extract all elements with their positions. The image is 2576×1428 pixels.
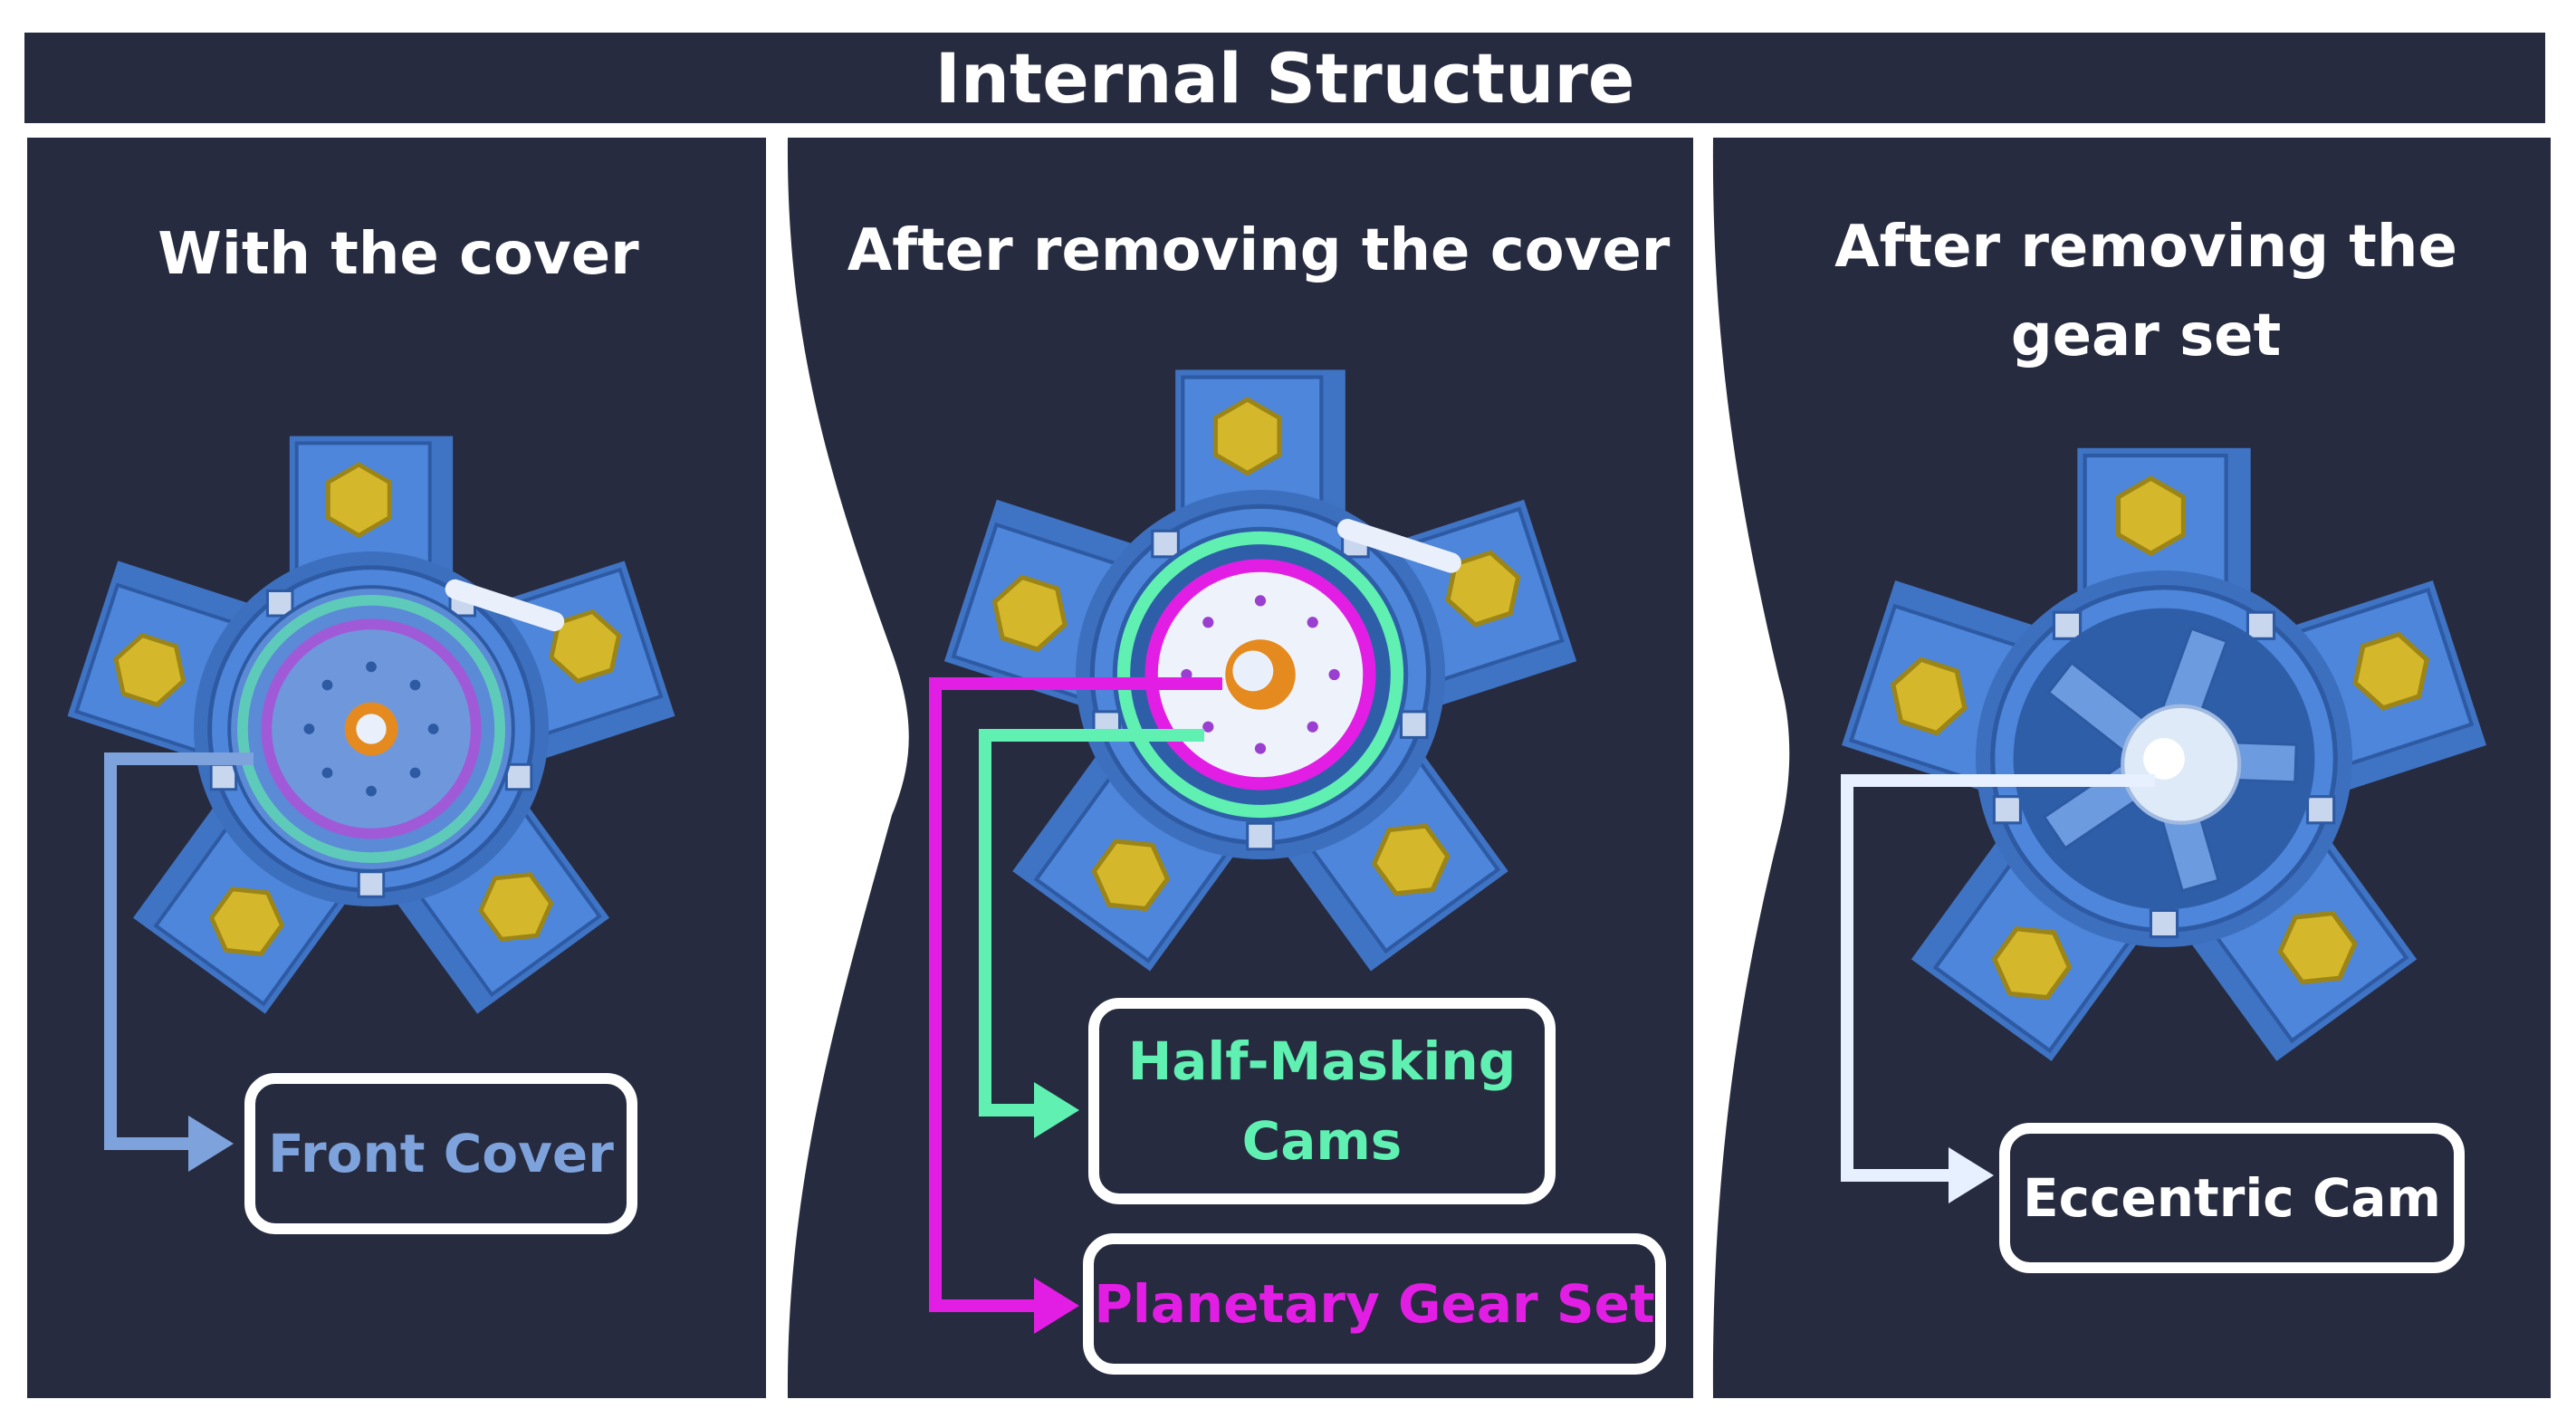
ring-nut [2246, 610, 2276, 640]
arrow-planetary-gear-set [929, 677, 1222, 1334]
ring-nut [1992, 795, 2023, 825]
bolt-head [113, 632, 187, 707]
cam-outline-through-cover [237, 595, 505, 863]
ring-nut [2052, 610, 2083, 640]
ring-nut [1151, 529, 1180, 559]
panel-3-title-line-1: After removing the [1834, 214, 2457, 281]
panel-2-title-line: After removing the cover [847, 217, 1671, 284]
cover-hole [321, 679, 333, 691]
cover-hole [366, 785, 377, 797]
gear-hole [1254, 595, 1267, 607]
bolt-head [1091, 839, 1171, 912]
bolt-head [1890, 656, 1968, 736]
bolt-head [991, 574, 1068, 653]
bolt-head [2352, 631, 2430, 711]
ring-nut [1399, 710, 1429, 739]
panel-3-title-line-2: gear set [2010, 302, 2282, 369]
bolt-head [208, 887, 285, 956]
label-front-cover-text: Front Cover [268, 1123, 614, 1184]
shaft [1232, 650, 1274, 692]
cam-shaft [2143, 738, 2185, 780]
cover-hole [409, 767, 421, 779]
gear-hole [1202, 617, 1214, 628]
label-half-masking-cams-line-1: Half-Masking [1127, 1030, 1517, 1092]
panel-2-title: After removing the cover [824, 206, 1693, 295]
diagram-title: Internal Structure [934, 37, 1635, 119]
bolt-head [2277, 910, 2358, 985]
bolt-head [1371, 823, 1451, 896]
label-eccentric-cam-text: Eccentric Cam [2023, 1167, 2441, 1229]
bolt-head [1212, 397, 1282, 476]
bolt-head [477, 872, 554, 942]
bolt-head [1991, 925, 2073, 1001]
label-front-cover: Front Cover [244, 1073, 637, 1234]
panel-3-title: After removing the gear set [1775, 203, 2517, 380]
shaft [356, 714, 387, 744]
gear-hole [1254, 743, 1267, 754]
label-half-masking-cams: Half-Masking Cams [1088, 998, 1556, 1204]
bolt-head [2115, 475, 2187, 557]
arrow-eccentric-cam [1841, 774, 2155, 1203]
ring-nut [266, 589, 294, 618]
label-half-masking-cams-line-2: Cams [1241, 1110, 1403, 1172]
ring-nut [2305, 795, 2336, 825]
label-planetary-gear-set: Planetary Gear Set [1083, 1233, 1666, 1375]
half-masking-cam-ring [1116, 531, 1404, 819]
title-bar: Internal Structure [24, 33, 2545, 123]
arrow-half-masking-cams [979, 729, 1204, 1138]
lever-arm [1336, 519, 1461, 573]
bolt-head [1445, 550, 1521, 628]
label-planetary-gear-set-text: Planetary Gear Set [1094, 1273, 1655, 1335]
label-eccentric-cam: Eccentric Cam [1999, 1123, 2465, 1273]
cover-hole [366, 661, 377, 673]
panel-1-title-line: With the cover [158, 221, 639, 288]
cover-hole [409, 679, 421, 691]
bolt-head [325, 462, 392, 539]
lever-arm [445, 579, 565, 632]
ring-nut [2149, 908, 2179, 939]
gear-hole [1328, 668, 1340, 681]
gear-hole [1307, 721, 1318, 733]
ring-nut [209, 762, 238, 791]
gear-hole [1202, 721, 1214, 733]
cover-hole [303, 724, 315, 734]
cover-hole [427, 724, 439, 734]
cover-hole [321, 767, 333, 779]
ring-nut [1246, 821, 1275, 851]
arrow-front-cover [104, 752, 254, 1172]
gear-hole [1307, 617, 1318, 628]
bolt-head [549, 609, 622, 684]
panel-1-title: With the cover [54, 210, 742, 299]
